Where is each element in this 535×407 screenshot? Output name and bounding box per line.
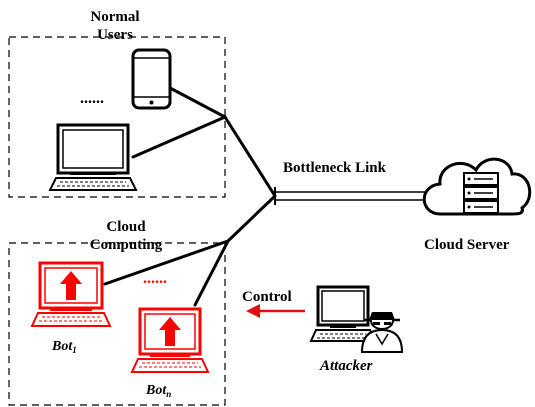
- attacker-icon: [309, 285, 404, 353]
- bot-1-label: Bot1: [52, 339, 77, 355]
- users-ellipsis: ......: [80, 90, 104, 107]
- control-label: Control: [242, 289, 292, 305]
- bot-n-icon: [130, 307, 210, 373]
- normal-users-label: Normal Users: [90, 9, 140, 43]
- desktop-computer-icon: [48, 123, 138, 191]
- normal-users-box: [8, 36, 226, 198]
- cloud-server-icon: [422, 157, 532, 216]
- attacker-label: Attacker: [320, 358, 373, 374]
- bots-ellipsis: ......: [143, 270, 167, 287]
- connection-lines: [103, 86, 277, 307]
- cloud-computing-box: [8, 242, 226, 406]
- bottleneck-link: [274, 187, 427, 205]
- bot-1-icon: [30, 261, 112, 327]
- bottleneck-link-label: Bottleneck Link: [283, 160, 386, 176]
- cloud-server-label: Cloud Server: [424, 237, 510, 253]
- cloud-computing-label: Cloud Computing: [89, 219, 163, 253]
- bot-n-label: Botn: [146, 383, 172, 399]
- control-arrow: [246, 304, 305, 318]
- smartphone-icon: [131, 48, 172, 110]
